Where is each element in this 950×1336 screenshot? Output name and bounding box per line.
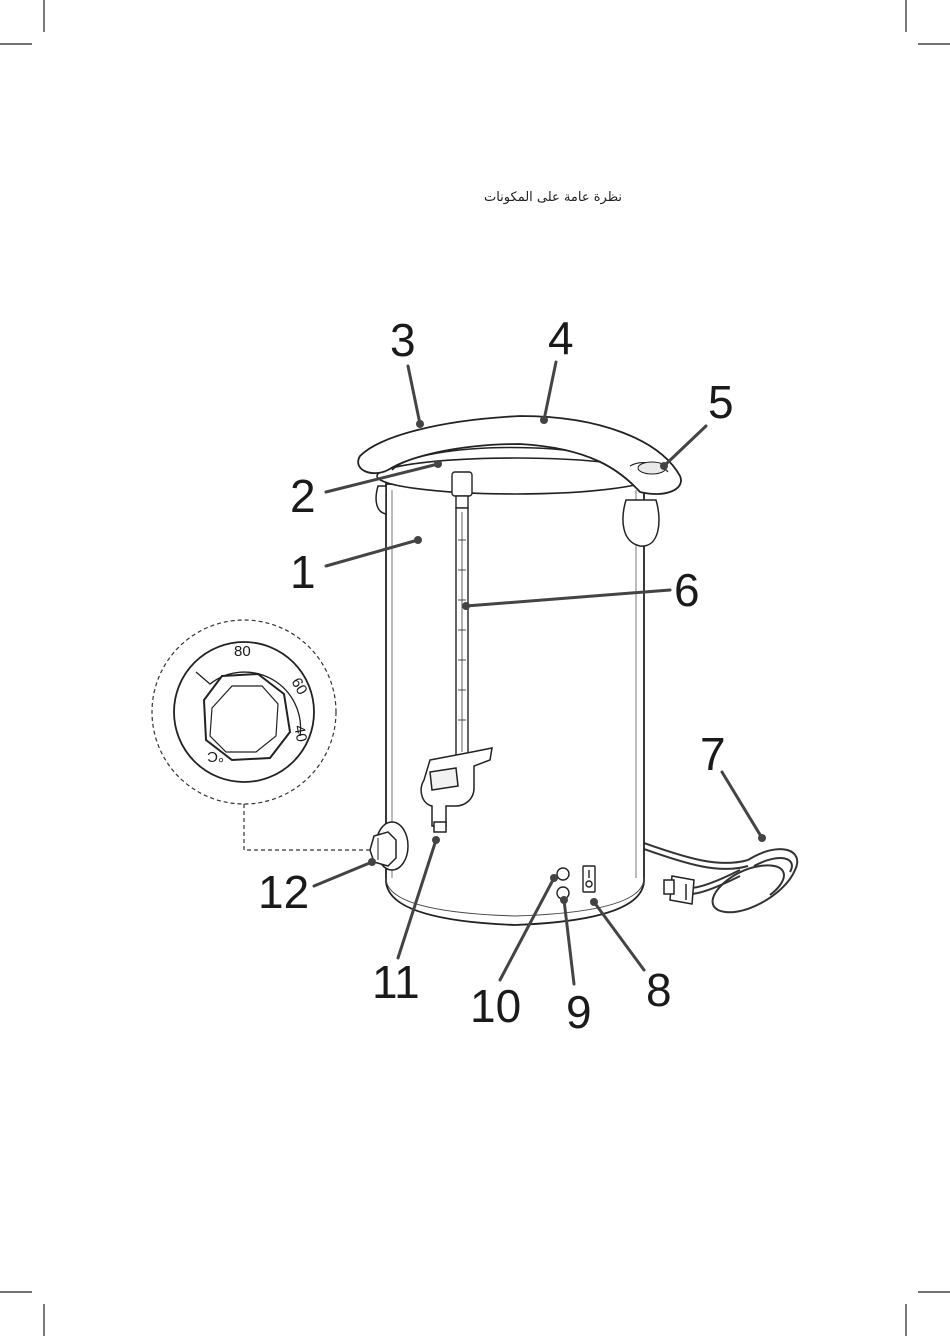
callout-2: 2 (290, 470, 316, 522)
dial-mark-40: 40 (290, 724, 310, 743)
dial-detail-inset: 80 60 40 °C (152, 620, 372, 850)
indicator-lamp-heating (557, 868, 569, 880)
callout-12: 12 (258, 866, 309, 918)
callout-7: 7 (700, 728, 726, 780)
power-cord (630, 838, 797, 912)
dial-unit-label: °C (207, 748, 224, 765)
plug-icon (664, 876, 694, 904)
boiler-body (386, 484, 644, 925)
callout-1: 1 (290, 546, 316, 598)
callout-9: 9 (566, 986, 592, 1038)
callout-8: 8 (646, 964, 672, 1016)
dial-mark-80: 80 (234, 643, 251, 660)
callout-5: 5 (708, 376, 734, 428)
callout-4: 4 (548, 312, 574, 364)
power-switch (583, 866, 595, 892)
side-handle-left (376, 486, 386, 514)
callout-11: 11 (372, 956, 420, 1008)
side-handle-right (623, 500, 659, 546)
callout-3: 3 (390, 314, 416, 366)
callout-10: 10 (470, 980, 521, 1032)
callout-6: 6 (674, 564, 700, 616)
